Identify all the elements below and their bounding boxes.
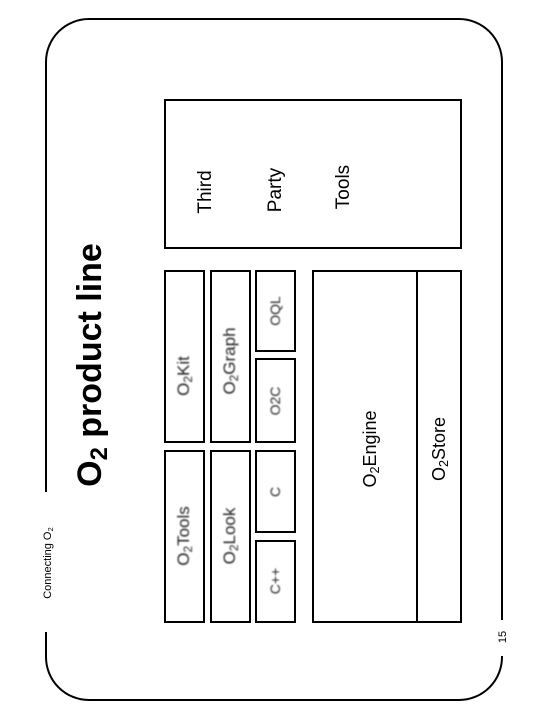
c-interface-box bbox=[255, 450, 296, 533]
o2look-box bbox=[210, 450, 251, 623]
o2c-label: O2C bbox=[267, 386, 283, 416]
o2store-label: O2Store bbox=[429, 416, 452, 482]
oql-label: OQL bbox=[267, 296, 283, 326]
cpp-interface-box bbox=[255, 540, 296, 623]
o2c-box bbox=[255, 358, 296, 443]
cpp-interface-label: C++ bbox=[267, 567, 283, 595]
footer-title-gap bbox=[40, 492, 54, 632]
page-number-gap bbox=[496, 620, 510, 656]
page-number: 15 bbox=[497, 630, 509, 644]
o2look-label: O2Look bbox=[220, 507, 241, 565]
o2engine-label: O2Engine bbox=[360, 410, 383, 488]
o2kit-box bbox=[164, 270, 205, 443]
third-party-word-tools: Tools bbox=[333, 164, 354, 210]
engine-store-divider bbox=[416, 270, 418, 623]
third-party-word-party: Party bbox=[265, 167, 286, 213]
third-party-word-third: Third bbox=[195, 170, 216, 214]
o2kit-label: O2Kit bbox=[174, 356, 195, 396]
o2tools-box bbox=[164, 450, 205, 623]
page-title: O2 product line bbox=[71, 243, 113, 487]
o2-core-box bbox=[312, 270, 462, 623]
slide-frame bbox=[45, 18, 503, 701]
oql-box bbox=[255, 270, 296, 352]
footer-title: Connecting O2 bbox=[42, 527, 55, 599]
o2graph-box bbox=[210, 270, 251, 443]
o2tools-label: O2Tools bbox=[174, 506, 195, 566]
c-interface-label: C bbox=[267, 486, 283, 498]
third-party-tools-box bbox=[164, 99, 462, 249]
o2graph-label: O2Graph bbox=[220, 327, 241, 395]
